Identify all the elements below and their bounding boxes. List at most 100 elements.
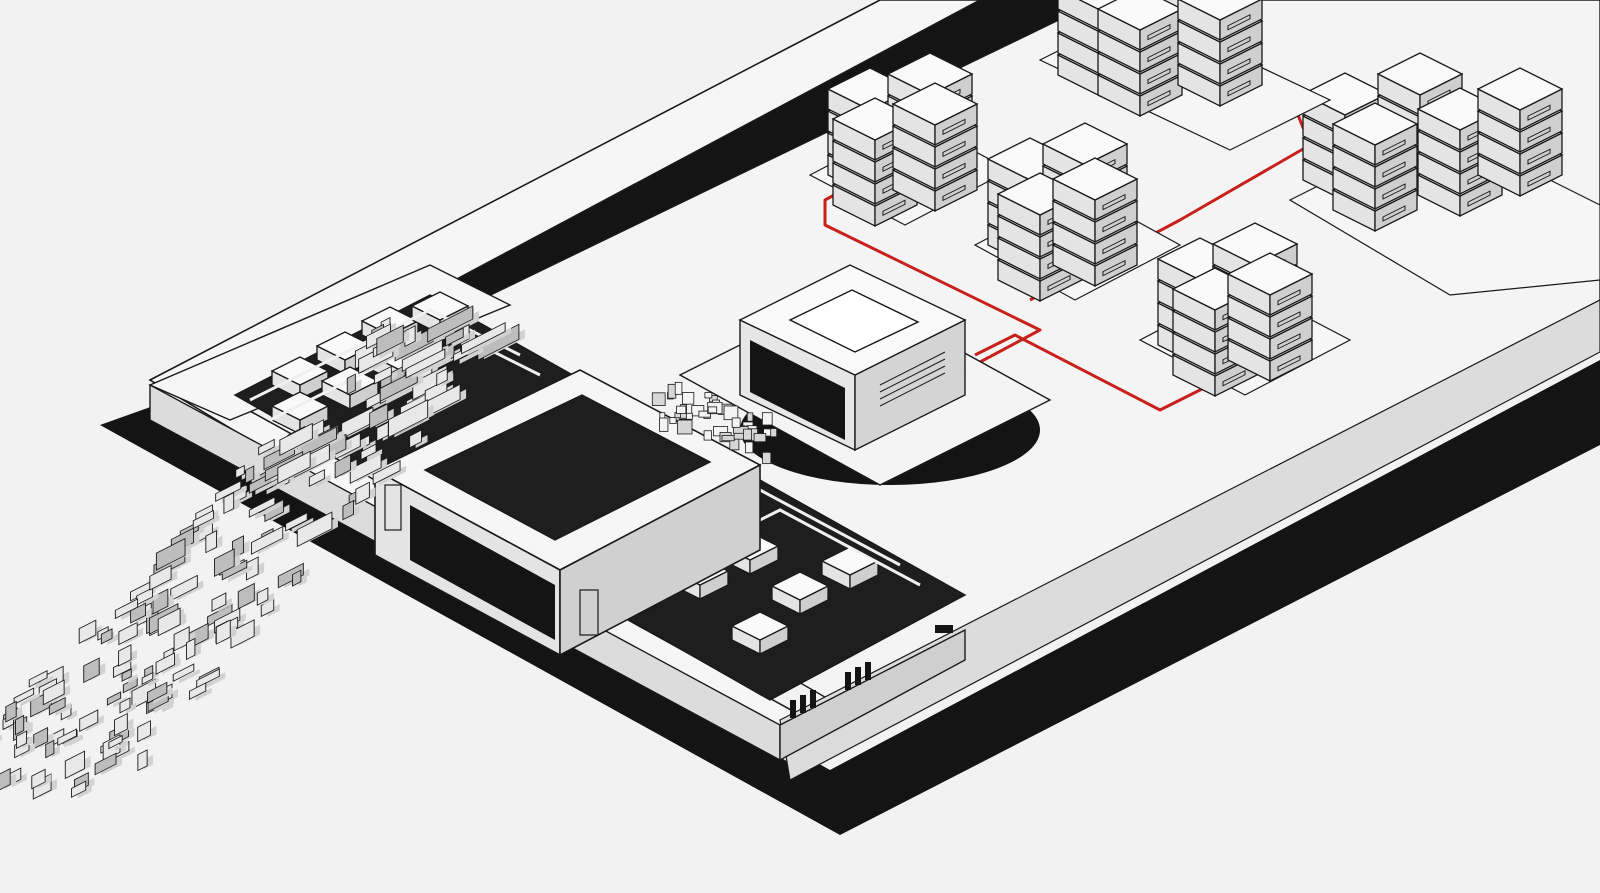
platform-front-wall [779,299,1600,781]
data-particle [753,433,767,443]
data-particle [277,450,317,485]
data-particle [106,691,127,708]
data-particle [761,412,773,426]
data-particle [360,443,383,462]
data-particle [285,512,314,533]
data-particle [745,441,754,454]
data-particle [33,726,54,750]
data-particle [762,451,772,465]
data-particle [155,652,181,675]
data-particle [196,668,226,690]
data-particle [118,644,137,667]
data-particle [427,305,479,343]
data-particle [211,592,232,612]
data-particle [763,428,772,437]
data-particle [237,582,261,610]
data-particle [78,619,102,645]
gateway-vent [384,484,402,531]
data-particle [682,392,695,405]
data-particle [404,325,422,348]
data-particle [119,697,137,714]
data-particle [83,657,106,684]
data-particle [79,709,104,733]
processing-unit [678,264,1052,486]
data-particle [334,454,357,479]
data-particle [31,768,52,790]
data-particle [230,619,261,649]
data-particle [48,696,72,717]
data-particle [214,548,241,577]
data-particle [5,700,23,723]
data-particle [189,682,212,702]
data-particle [258,438,281,457]
processing-unit-vent-grid [879,351,946,407]
data-particle [136,587,159,607]
data-particle [349,452,388,484]
data-particle [703,430,712,441]
data-particle [155,537,192,571]
data-particle [342,500,360,521]
circuit-block [770,571,830,616]
data-particle [667,383,677,399]
data-particle [731,417,741,428]
data-stream-icon [0,305,525,800]
data-particle [114,712,134,737]
data-particle [388,399,434,438]
data-particle [308,468,331,488]
server-rack-icon [1096,0,1184,52]
data-particle [173,626,196,652]
processing-unit-intake [750,340,845,440]
gateway-wall-right [779,628,966,762]
data-particle [405,348,451,380]
data-particle [141,671,159,687]
data-particle [436,367,454,387]
data-particle [42,679,71,706]
data-particle [121,668,138,684]
server-rack-icon [1331,102,1419,167]
data-particle [94,752,123,776]
server-rack-icon [1226,252,1314,317]
data-particle [279,422,319,456]
gateway-wall-slots [790,625,953,718]
data-particle [192,509,220,531]
gateway-vent [579,589,599,636]
data-particle [721,435,735,442]
data-particle [346,373,362,396]
data-particle [28,670,54,690]
data-particle [669,417,677,424]
platform-dark-gap-bottom [100,360,1600,835]
data-particle [186,637,201,661]
data-stream-inner [651,381,778,465]
server-rack-icon [1051,157,1139,222]
data-particle [376,324,410,357]
data-particle [659,417,669,432]
data-particle [130,602,152,624]
data-particle [461,322,512,356]
data-particle [45,739,60,759]
data-particle [372,459,407,486]
data-particle [248,496,281,520]
data-particle [674,381,683,395]
data-particle [0,767,17,792]
data-particle [707,406,718,414]
circuit-block [820,546,880,591]
data-particle [13,687,40,707]
circuit-block [730,611,790,656]
data-particle [137,720,157,743]
data-particle [677,419,693,435]
data-particle [743,428,752,441]
data-particle [292,569,307,587]
data-particle [250,525,289,555]
server-rack-icon [1177,0,1263,42]
data-particle [245,465,260,484]
processor-unit-icon [788,289,920,353]
data-particle [64,750,91,780]
data-particle [172,663,200,684]
data-particle [57,728,83,748]
data-particle [355,481,376,505]
gateway-bridge-side [559,463,761,657]
data-particle [108,734,129,752]
data-particle [137,749,154,772]
data-particle [676,405,687,414]
